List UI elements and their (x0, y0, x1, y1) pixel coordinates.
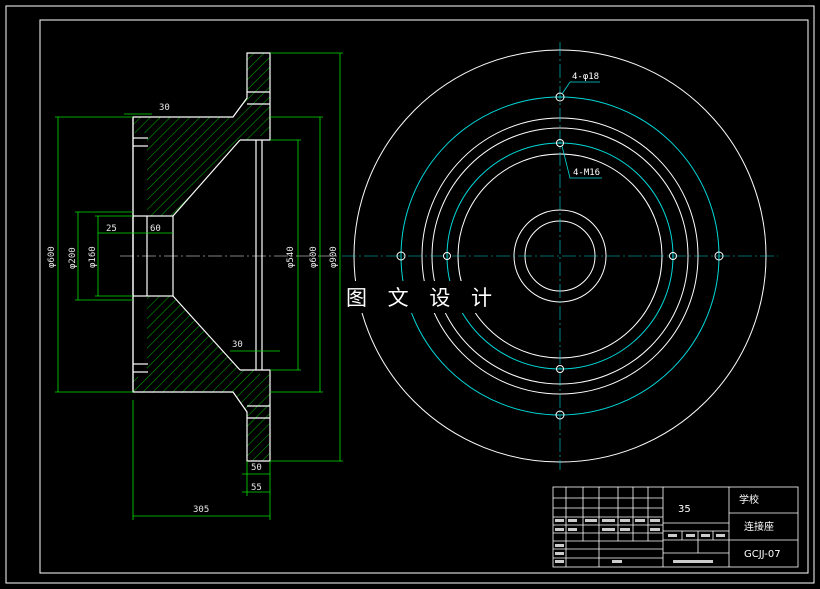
dim-d600-right: φ600 (309, 246, 319, 268)
dim-60: 60 (150, 224, 161, 234)
dim-d200: φ200 (68, 247, 78, 269)
inner-frame (39, 19, 809, 574)
school-name: 学校 (739, 493, 759, 506)
dim-30-top: 30 (159, 103, 170, 113)
dim-305: 305 (193, 505, 209, 515)
tap-label: 4-M16 (573, 168, 600, 178)
tap-left (443, 252, 451, 260)
hole-bottom (555, 410, 565, 420)
dim-d540: φ540 (286, 246, 296, 268)
dim-50: 50 (251, 463, 262, 473)
dim-25: 25 (106, 224, 117, 234)
hole-leader (561, 81, 600, 95)
tap-top (556, 139, 564, 147)
dim-d600-left: φ600 (47, 246, 57, 268)
outer-frame (5, 5, 815, 584)
title-block-cell-marks (555, 519, 725, 563)
hole-label: 4-φ18 (572, 72, 599, 82)
drawing-number: GCJJ-07 (744, 549, 781, 560)
watermark: 图 文 设 计 (343, 281, 503, 313)
hole-top (555, 92, 565, 102)
dim-30-mid: 30 (232, 340, 243, 350)
part-name: 连接座 (744, 520, 774, 533)
hole-right (714, 251, 724, 261)
dim-d160: φ160 (88, 246, 98, 268)
tap-leader (561, 145, 602, 179)
dim-d900: φ900 (329, 246, 339, 268)
dim-55: 55 (251, 483, 262, 493)
plan-view (342, 42, 778, 470)
hole-left (396, 251, 406, 261)
tap-bottom (556, 365, 564, 373)
tap-right (669, 252, 677, 260)
title-block (552, 486, 799, 568)
section-outline-top (132, 52, 271, 392)
section-view: φ600 φ200 φ160 25 60 30 φ540 φ600 φ900 3… (47, 52, 343, 520)
section-hatch-top (133, 53, 270, 216)
material-value: 35 (678, 504, 691, 515)
section-hatch-bottom (133, 296, 270, 461)
